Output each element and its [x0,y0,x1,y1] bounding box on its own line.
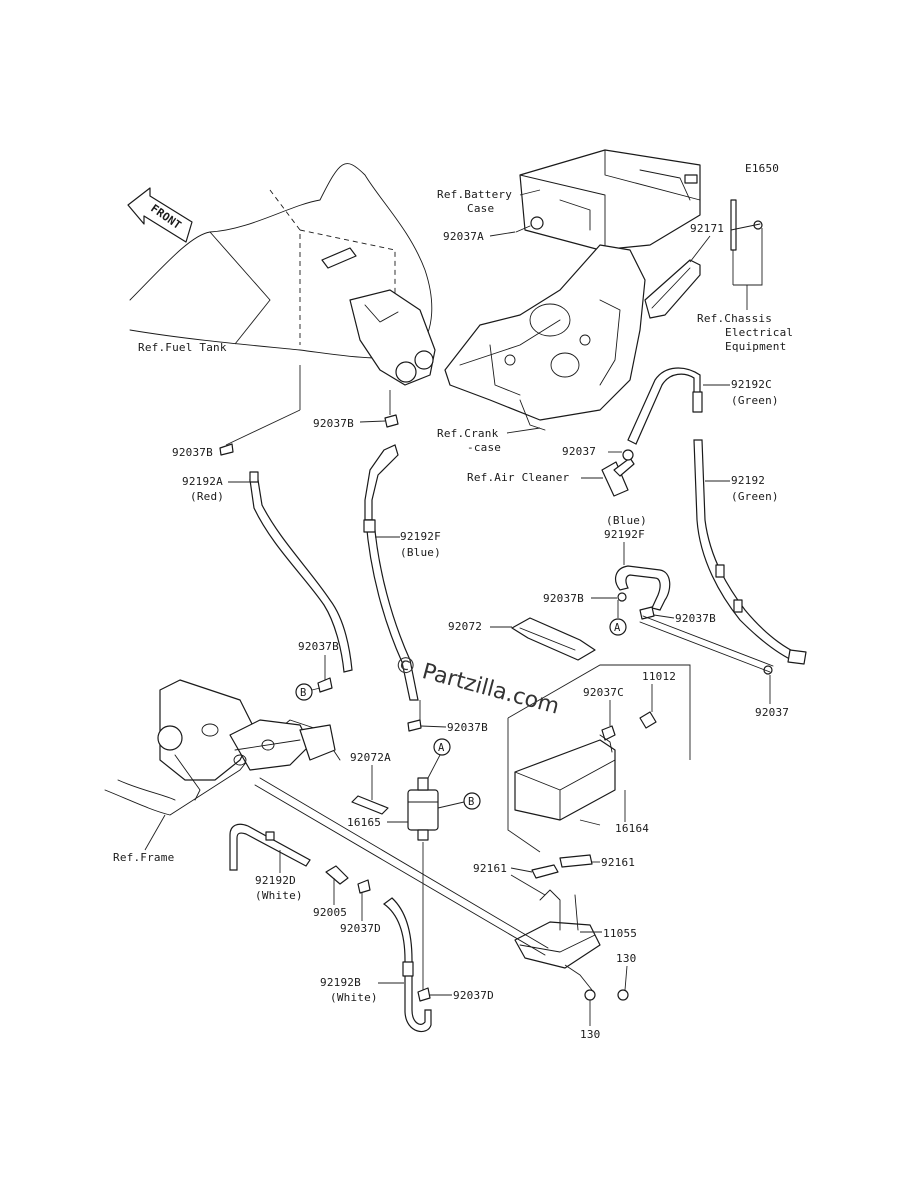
hose-92192c-green [627,367,703,445]
crankcase [444,244,646,431]
part-92072a-label: 92072A [350,751,391,764]
part-11012-label: 11012 [642,670,676,683]
air-cleaner-fitting [601,449,635,497]
chassis-connector [730,199,763,286]
strap-92072 [511,617,596,661]
callout-b-left: B [295,683,313,701]
part-11055-label: 11055 [603,927,637,940]
clamp-92037b-filter [407,719,422,732]
bolt-92037a [515,216,544,233]
hose-92192b-white [382,897,432,1033]
clamp-92037b-right-a [617,592,627,602]
part-92037-air-label: 92037 [562,445,596,458]
pad-92072a [351,795,389,815]
ref-crankcase-label-1: Ref.Crank [437,427,499,440]
hose-92192f-blue-mid [363,444,419,701]
part-92037d-left-label: 92037D [340,922,381,935]
part-92037a-label: 92037A [443,230,484,243]
frame [104,679,341,816]
part-92192-label: 92192 [731,474,765,487]
ref-fuel-tank-label: Ref.Fuel Tank [138,341,227,354]
clamp-92037d-left [357,879,371,894]
part-92192d-label: 92192D [255,874,296,887]
part-92037b-lower-left-label: 92037B [298,640,339,653]
ref-battery-label-2: Case [467,202,494,215]
clamp-92037c [601,725,616,741]
part-92005-label: 92005 [313,906,347,919]
bolt-130-bottom [584,989,596,1001]
part-92037b-right-label: 92037B [543,592,584,605]
part-92037b-left-label: 92037B [172,446,213,459]
callout-a-filter: A [433,738,451,756]
part-92161-right-label: 92161 [601,856,635,869]
part-92192f-mid-color: (Blue) [400,546,441,559]
svg-text:B: B [300,687,307,699]
part-92192-color: (Green) [731,490,779,503]
pad-92161-left [531,864,559,879]
part-92192a-color: (Red) [190,490,224,503]
clamp-92037b-top [384,414,399,428]
part-92037b-top-label: 92037B [313,417,354,430]
part-16165-label: 16165 [347,816,381,829]
hose-92192f-blue-right [614,565,671,611]
part-92037b-filter-label: 92037B [447,721,488,734]
part-92037-right-label: 92037 [755,706,789,719]
canister-16164 [514,734,616,821]
clamp-92037b-lower-left [317,677,333,693]
part-92171-label: 92171 [690,222,724,235]
filter-16165 [407,777,439,841]
hose-92192d-white [229,823,311,871]
bracket-92171 [644,259,701,319]
ref-frame-label: Ref.Frame [113,851,174,864]
watermark-text: © Partzilla.com [391,652,561,720]
part-92192d-color: (White) [255,889,303,902]
battery-case [519,149,701,251]
ref-crankcase-label-2: -case [467,441,501,454]
svg-text:B: B [468,796,475,808]
hose-92192a-red [249,471,353,673]
part-92192f-right-color: (Blue) [606,514,647,527]
part-92192b-label: 92192B [320,976,361,989]
ref-chassis-label-2: Electrical [725,326,793,339]
ref-chassis-label-1: Ref.Chassis [697,312,772,325]
part-92192c-label: 92192C [731,378,772,391]
part-92192b-color: (White) [330,991,378,1004]
ref-air-cleaner-label: Ref.Air Cleaner [467,471,570,484]
front-arrow-icon: FRONT [127,187,193,243]
svg-text:A: A [438,742,445,754]
part-92161-left-label: 92161 [473,862,507,875]
part-92192f-mid-label: 92192F [400,530,441,543]
pad-92161-right [559,854,593,868]
svg-text:A: A [614,622,621,634]
clamp-92037d-bottom [417,987,431,1002]
part-92192f-right-label: 92192F [604,528,645,541]
hose-92192-green [693,439,807,665]
clamp-92037b-left [219,443,234,456]
fitting-92005 [325,865,349,885]
ref-chassis-label-3: Equipment [725,340,786,353]
part-130-top-label: 130 [616,952,636,965]
callout-b-filter: B [463,792,481,810]
callout-a-right: A [609,618,627,636]
cap-11012 [639,711,657,729]
part-16164-label: 16164 [615,822,649,835]
bracket-11055 [514,889,601,969]
ref-battery-label-1: Ref.Battery [437,188,512,201]
part-92192c-color: (Green) [731,394,779,407]
part-92192a-label: 92192A [182,475,223,488]
part-92072-label: 92072 [448,620,482,633]
part-130-bottom-label: 130 [580,1028,600,1041]
part-92037b-right2-label: 92037B [675,612,716,625]
diagram-code: E1650 [745,162,779,175]
part-92037c-label: 92037C [583,686,624,699]
part-92037d-bottom-label: 92037D [453,989,494,1002]
fuel-tank [129,163,436,386]
bolt-130-top [617,989,629,1001]
